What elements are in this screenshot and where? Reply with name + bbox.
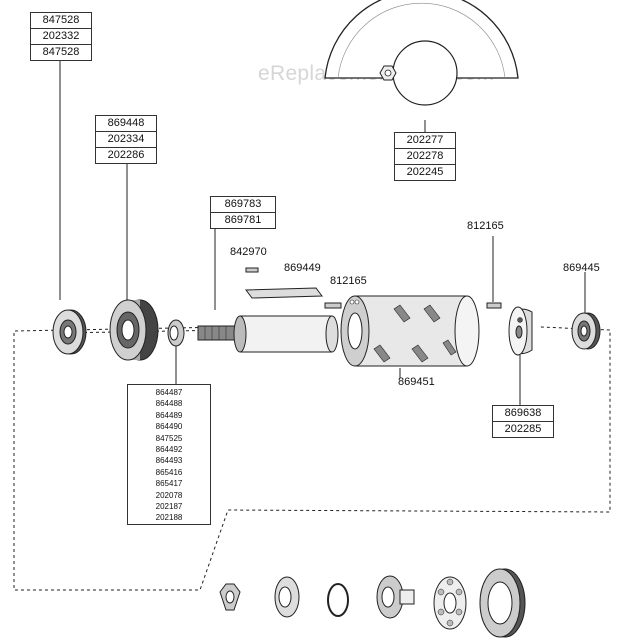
part-number: 202332 [31, 29, 91, 45]
part-number: 864487 [155, 388, 183, 397]
right-bearing [571, 312, 601, 350]
part-number: 202245 [406, 166, 444, 178]
part-number: 202277 [395, 133, 455, 149]
key-mid-part [324, 302, 342, 309]
callout-end-plate: 869638 202285 [492, 405, 554, 438]
callout-bearing-left: 847528 202332 847528 [30, 12, 92, 61]
small-key-part [245, 267, 259, 273]
key-right-part [486, 302, 502, 309]
part-number: 865416 [155, 467, 183, 477]
label-small-key: 842970 [230, 246, 267, 258]
kit-parts-row [219, 568, 526, 638]
part-number: 869638 [493, 406, 553, 422]
assembly-dashed-line [13, 326, 611, 591]
part-number: 202188 [155, 513, 183, 523]
part-number: 864493 [155, 456, 183, 466]
label-cutterhead: 869451 [398, 376, 435, 388]
cutterhead-part [340, 295, 480, 367]
part-number: 864489 [155, 410, 183, 420]
part-number: 202286 [107, 149, 145, 161]
bearing-housing [109, 299, 159, 361]
label-bearing-right: 869445 [563, 262, 600, 274]
left-bearing [52, 309, 87, 355]
label-blade: 869449 [284, 262, 321, 274]
part-number: 847525 [155, 433, 183, 443]
part-number: 847528 [42, 46, 80, 58]
part-number: 202285 [504, 423, 542, 435]
spacer-ring [167, 319, 185, 347]
label-key-right: 812165 [467, 220, 504, 232]
blade-part [245, 287, 323, 299]
part-number: 865417 [155, 479, 183, 489]
cutter-shaft [197, 315, 339, 353]
callout-kit-list: 864487 864488 864489 864490 847525 86449… [127, 384, 211, 525]
part-number: 864488 [155, 399, 183, 409]
part-number: 864490 [155, 422, 183, 432]
part-number: 847528 [31, 13, 91, 29]
part-number: 869781 [224, 214, 262, 226]
callout-guard: 202277 202278 202245 [394, 132, 456, 181]
callout-shaft: 869783 869781 [210, 196, 276, 229]
part-number: 869448 [96, 116, 156, 132]
saw-guard [324, 0, 519, 106]
part-number: 202334 [96, 132, 156, 148]
snap-ring-part [327, 583, 349, 617]
end-plate-part [508, 306, 533, 356]
part-number: 202278 [395, 149, 455, 165]
part-number: 864492 [155, 444, 183, 454]
label-key-mid: 812165 [330, 275, 367, 287]
part-number: 202078 [155, 490, 183, 500]
part-number: 202187 [155, 501, 183, 511]
part-number: 869783 [211, 197, 275, 213]
callout-bearing-housing: 869448 202334 202286 [95, 115, 157, 164]
